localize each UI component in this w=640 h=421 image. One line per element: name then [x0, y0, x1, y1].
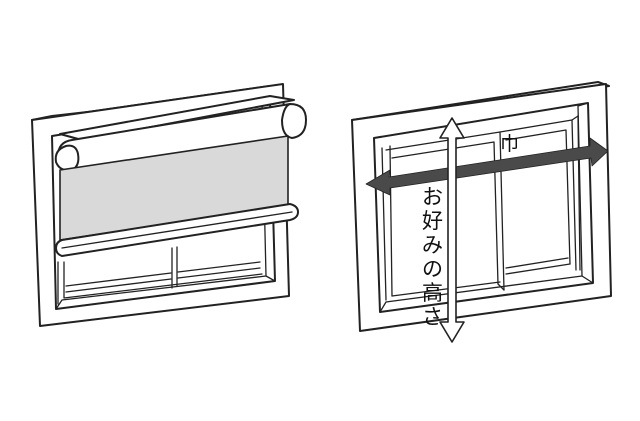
blind-head-top [59, 95, 295, 141]
height-label: お 好 み の 高 さ [422, 185, 443, 329]
height-label-char: 高 [422, 281, 443, 305]
left-window-sashes [57, 246, 263, 305]
width-arrow [365, 137, 609, 196]
width-label: 巾 [500, 133, 519, 155]
window-measurement [351, 81, 612, 343]
right-window-sashes [381, 115, 581, 301]
height-label-char: み [422, 233, 443, 257]
height-label-char: 好 [422, 209, 443, 233]
blind-end-cap-left [54, 144, 80, 172]
window-with-blind [31, 83, 307, 327]
height-label-char: さ [422, 305, 443, 329]
height-label-char: の [422, 257, 443, 281]
height-arrow [439, 117, 465, 343]
height-label-char: お [422, 185, 443, 209]
blind-end-cap-right [281, 103, 307, 139]
